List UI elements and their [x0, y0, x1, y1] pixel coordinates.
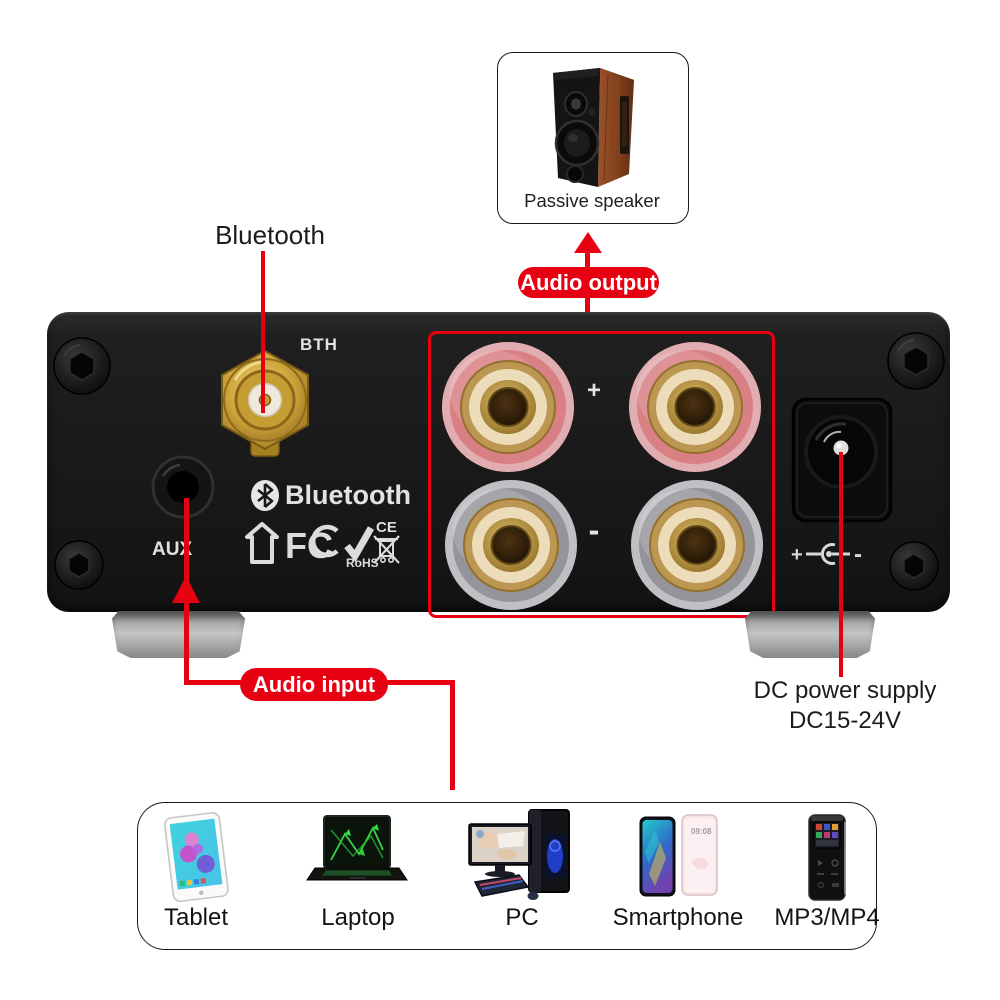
rohs-text: RoHS	[346, 556, 379, 569]
terminal-minus-label: -	[588, 512, 600, 548]
bluetooth-print-text: Bluetooth	[285, 480, 411, 510]
device-label-smartphone: Smartphone	[612, 904, 744, 931]
bluetooth-antenna-connector	[221, 349, 309, 457]
audio-input-arrowhead	[172, 576, 200, 603]
audio-output-arrow-shaft	[585, 251, 590, 268]
device-label-laptop: Laptop	[321, 904, 395, 931]
bluetooth-print-group: Bluetooth	[250, 479, 411, 512]
binding-post-black	[445, 480, 577, 610]
house-icon	[245, 522, 279, 564]
rohs-check-icon	[344, 526, 375, 563]
dc-callout-line1: DC power supply	[753, 677, 937, 704]
device-label-mp3-mp4: MP3/MP4	[774, 904, 880, 931]
dc-polarity-icon: + -	[791, 541, 862, 568]
laptop-image	[306, 815, 408, 881]
tablet-image	[163, 812, 229, 903]
passive-speaker-image	[553, 68, 634, 187]
aux-jack	[151, 455, 215, 519]
binding-post-black	[631, 480, 763, 610]
audio-output-badge: Audio output	[518, 267, 659, 298]
smartphone-image: 09:08	[639, 814, 718, 897]
audio-input-line-left	[184, 680, 244, 685]
screw-icon	[889, 541, 939, 591]
polarity-plus: +	[791, 544, 803, 566]
screw-icon	[54, 540, 104, 590]
terminal-plus-label: +	[586, 377, 601, 404]
bth-port-label: BTH	[300, 335, 338, 354]
dc-callout-line2: DC15-24V	[788, 707, 902, 734]
smartphone-clock: 09:08	[691, 827, 712, 836]
speaker-terminals	[442, 342, 763, 610]
screw-icon	[887, 332, 945, 390]
audio-output-highlight-rect	[428, 331, 775, 618]
device-label-pc: PC	[505, 904, 539, 931]
certification-icons: FC RoHS CE	[245, 519, 400, 569]
aux-port-label: AUX	[152, 539, 193, 560]
polarity-minus: -	[854, 541, 862, 568]
screw-icon	[53, 337, 111, 395]
dc-callout-line	[839, 452, 843, 677]
pc-image	[468, 809, 570, 900]
audio-input-line-right	[386, 680, 454, 685]
amp-foot-right	[745, 611, 875, 658]
bluetooth-logo-icon	[251, 480, 279, 511]
fcc-mark: FC	[285, 525, 333, 566]
bluetooth-callout-line	[261, 251, 265, 413]
bluetooth-callout-label: Bluetooth	[215, 220, 325, 250]
device-label-tablet: Tablet	[163, 904, 229, 931]
passive-speaker-caption: Passive speaker	[524, 190, 660, 211]
audio-input-line-down	[450, 680, 455, 790]
mp3-player-image	[808, 814, 846, 901]
ce-mark: CE	[376, 519, 397, 536]
amp-foot-left	[112, 611, 245, 658]
audio-output-arrowhead	[574, 232, 602, 253]
binding-post-red	[629, 342, 761, 472]
binding-post-red	[442, 342, 574, 472]
weee-bin-icon	[373, 535, 400, 564]
dc-callout-label: DC power supply DC15-24V	[735, 676, 955, 736]
audio-input-badge: Audio input	[240, 668, 388, 701]
